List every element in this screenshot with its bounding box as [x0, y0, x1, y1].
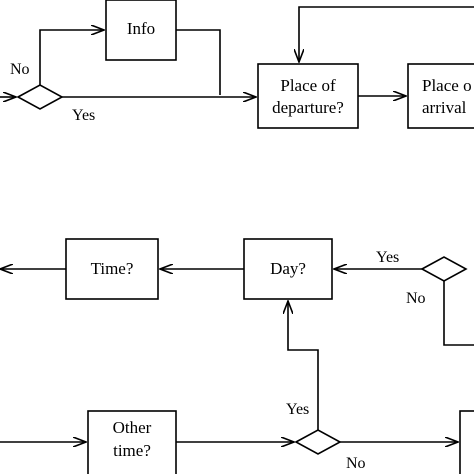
- node-arrival-label-2: arrival: [422, 98, 467, 117]
- node-info-label: Info: [127, 19, 155, 38]
- decision-middle: [420, 256, 468, 282]
- edge-label-mid-no: No: [406, 290, 426, 307]
- node-cropped-bottom-right: [459, 410, 474, 474]
- node-other-time: [87, 410, 177, 474]
- decision-top: [16, 84, 64, 110]
- edge-loop-into-departure: [299, 6, 474, 62]
- edge-info-return: [176, 29, 221, 95]
- edge-yes-to-day-from-bottom: [288, 301, 319, 430]
- edge-label-mid-yes: Yes: [376, 249, 399, 266]
- node-place-of-arrival: [407, 63, 474, 129]
- node-day-label: Day?: [270, 259, 306, 278]
- node-other-time-label-1: Other: [113, 418, 152, 437]
- edge-label-top-yes: Yes: [72, 107, 95, 124]
- node-departure-label-2: departure?: [272, 98, 344, 117]
- decision-bottom: [294, 429, 342, 455]
- node-arrival-label-1: Place o: [422, 76, 472, 95]
- edge-label-bottom-yes: Yes: [286, 401, 309, 418]
- node-other-time-label-2: time?: [113, 441, 151, 460]
- edge-no-to-info: [39, 30, 104, 85]
- node-time-label: Time?: [91, 259, 134, 278]
- edge-label-top-no: No: [10, 61, 30, 78]
- edge-middle-no: [443, 281, 474, 346]
- edge-label-bottom-no: No: [346, 455, 366, 472]
- node-departure-label-1: Place of: [280, 76, 336, 95]
- node-place-of-departure: [257, 63, 359, 129]
